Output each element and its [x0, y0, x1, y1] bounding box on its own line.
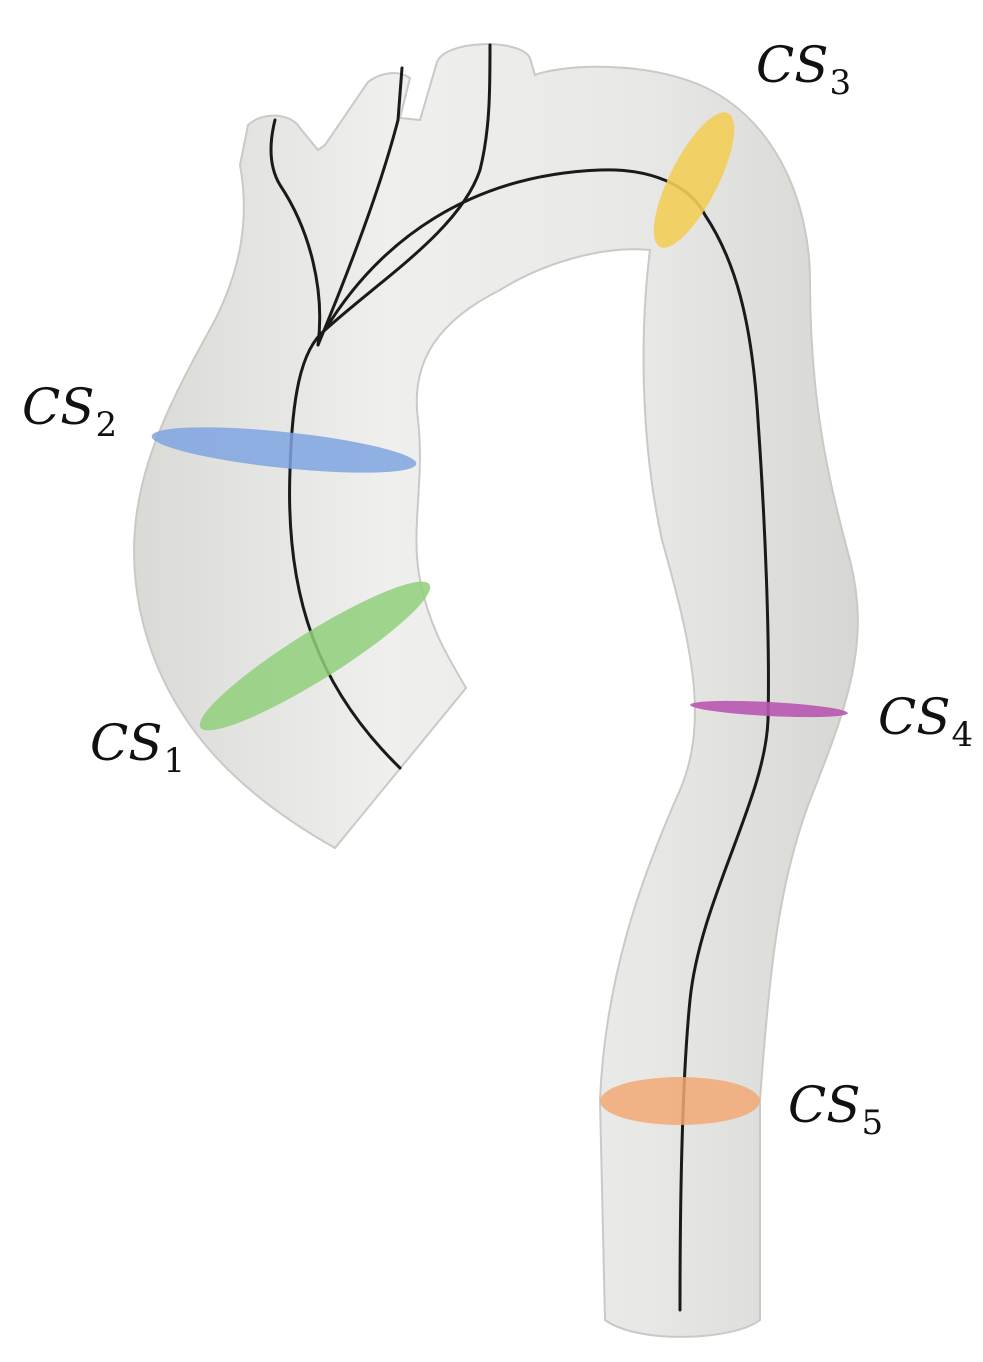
- label-cs5: CS5: [788, 1080, 883, 1140]
- label-cs3-sub: 3: [829, 63, 852, 103]
- label-cs1-sub: 1: [163, 741, 186, 781]
- centerline-branch-1: [269, 118, 322, 347]
- label-cs4-sub: 4: [951, 715, 974, 755]
- centerline-branch-2: [316, 66, 404, 347]
- label-cs2-main: CS: [22, 378, 95, 436]
- label-cs4-main: CS: [878, 688, 951, 746]
- centerline-main: [288, 168, 770, 1312]
- cross-section-cs3: [653, 112, 735, 248]
- cross-section-cs1: [199, 581, 431, 731]
- cross-section-cs5: [600, 1077, 760, 1125]
- aorta-vessel: [133, 43, 859, 1338]
- label-cs2-sub: 2: [95, 405, 118, 445]
- label-cs1: CS1: [90, 718, 185, 778]
- cross-sections: [151, 112, 848, 1125]
- label-cs3: CS3: [756, 40, 851, 100]
- label-cs2: CS2: [22, 382, 117, 442]
- cross-section-cs4: [690, 700, 848, 718]
- label-cs4: CS4: [878, 692, 973, 752]
- label-cs5-main: CS: [788, 1076, 861, 1134]
- label-cs5-sub: 5: [861, 1103, 884, 1143]
- cross-section-cs2: [151, 427, 417, 473]
- centerlines: [269, 43, 770, 1312]
- centerline-branch-3: [323, 43, 492, 332]
- label-cs1-main: CS: [90, 714, 163, 772]
- label-cs3-main: CS: [756, 36, 829, 94]
